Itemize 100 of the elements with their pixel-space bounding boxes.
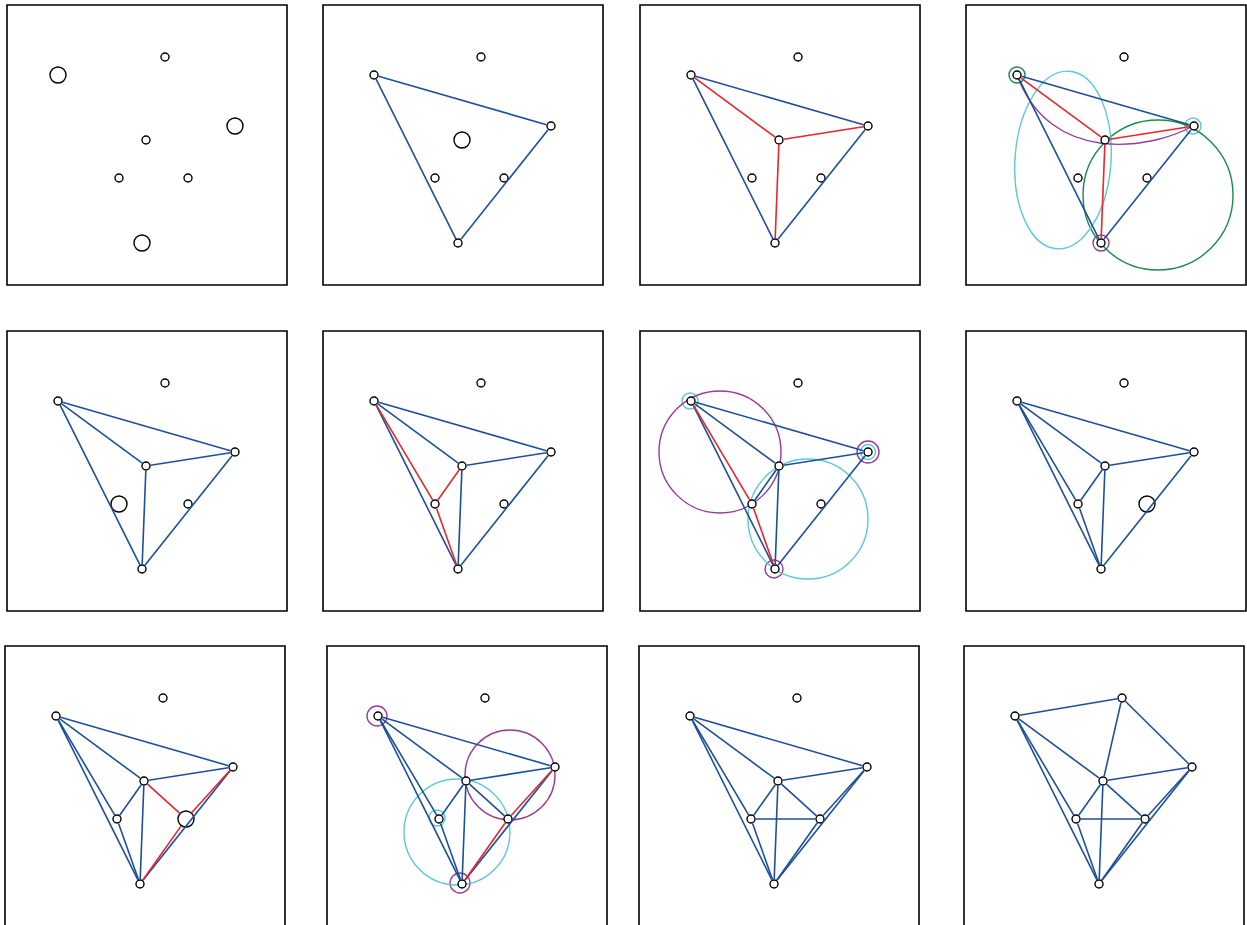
- point: [815, 814, 825, 824]
- line: [1106, 766, 1189, 782]
- line: [693, 718, 776, 779]
- line: [692, 404, 774, 566]
- point: [1119, 378, 1129, 388]
- point: [769, 879, 779, 889]
- line: [1078, 507, 1101, 566]
- line: [59, 404, 141, 566]
- point: [480, 693, 490, 703]
- line: [1103, 128, 1192, 241]
- point: [1071, 814, 1081, 824]
- line: [822, 769, 865, 817]
- panel-frame: [322, 330, 604, 612]
- line: [1105, 783, 1143, 817]
- line: [1018, 698, 1119, 716]
- point: [1010, 711, 1020, 721]
- line: [139, 784, 145, 881]
- point: [114, 173, 124, 183]
- point: [816, 173, 826, 183]
- panel-frame: [639, 330, 921, 612]
- point: [499, 499, 509, 509]
- panel-frame: [965, 330, 1247, 612]
- line: [694, 75, 865, 126]
- line: [375, 78, 457, 240]
- point: [773, 776, 783, 786]
- line: [59, 716, 230, 767]
- panel-frame: [639, 4, 921, 286]
- point: [1100, 135, 1110, 145]
- point: [686, 396, 696, 406]
- point: [457, 879, 467, 889]
- point: [792, 693, 802, 703]
- line: [435, 507, 458, 566]
- line: [694, 403, 777, 464]
- line: [1108, 125, 1191, 141]
- inserted-point: [133, 234, 151, 252]
- line: [191, 769, 231, 814]
- point: [453, 238, 463, 248]
- point: [137, 564, 147, 574]
- point: [373, 711, 383, 721]
- line: [781, 766, 864, 782]
- line: [469, 766, 552, 782]
- inserted-point: [1138, 495, 1156, 513]
- line: [1018, 718, 1101, 779]
- line: [754, 818, 817, 820]
- line: [1108, 451, 1191, 467]
- line: [377, 403, 460, 464]
- point: [434, 814, 444, 824]
- line: [61, 403, 143, 464]
- point: [1098, 776, 1108, 786]
- line: [457, 469, 463, 566]
- line: [693, 716, 864, 767]
- line: [147, 766, 230, 782]
- point: [1100, 461, 1110, 471]
- point: [1189, 447, 1199, 457]
- line: [1018, 404, 1077, 501]
- point: [770, 238, 780, 248]
- point: [369, 70, 379, 80]
- point: [369, 396, 379, 406]
- line: [1076, 822, 1099, 881]
- panel-frame: [4, 645, 286, 925]
- point: [476, 52, 486, 62]
- point: [685, 711, 695, 721]
- line: [118, 784, 143, 816]
- panel-frame: [6, 4, 288, 286]
- point: [230, 447, 240, 457]
- point: [1096, 564, 1106, 574]
- point: [862, 762, 872, 772]
- line: [377, 75, 548, 126]
- line: [774, 469, 780, 566]
- line: [146, 783, 181, 814]
- line: [465, 451, 548, 467]
- line: [692, 78, 774, 240]
- line: [1124, 700, 1190, 765]
- line: [1020, 75, 1191, 126]
- point: [139, 776, 149, 786]
- line: [440, 784, 465, 816]
- point: [160, 378, 170, 388]
- line: [468, 783, 506, 817]
- inserted-point: [177, 810, 195, 828]
- line: [57, 719, 116, 816]
- point: [141, 135, 151, 145]
- line: [1020, 77, 1103, 138]
- point: [774, 461, 784, 471]
- point: [51, 711, 61, 721]
- line: [59, 718, 141, 779]
- point: [53, 396, 63, 406]
- line: [144, 454, 233, 567]
- panel-frame: [322, 4, 604, 286]
- line: [694, 401, 865, 452]
- panel-frame: [6, 330, 288, 612]
- point: [1073, 499, 1083, 509]
- line: [1077, 784, 1102, 816]
- line: [777, 128, 866, 241]
- point: [1119, 52, 1129, 62]
- line: [782, 451, 865, 467]
- line: [375, 404, 434, 501]
- point: [158, 693, 168, 703]
- line: [1018, 404, 1100, 566]
- line: [1016, 719, 1098, 881]
- point: [774, 135, 784, 145]
